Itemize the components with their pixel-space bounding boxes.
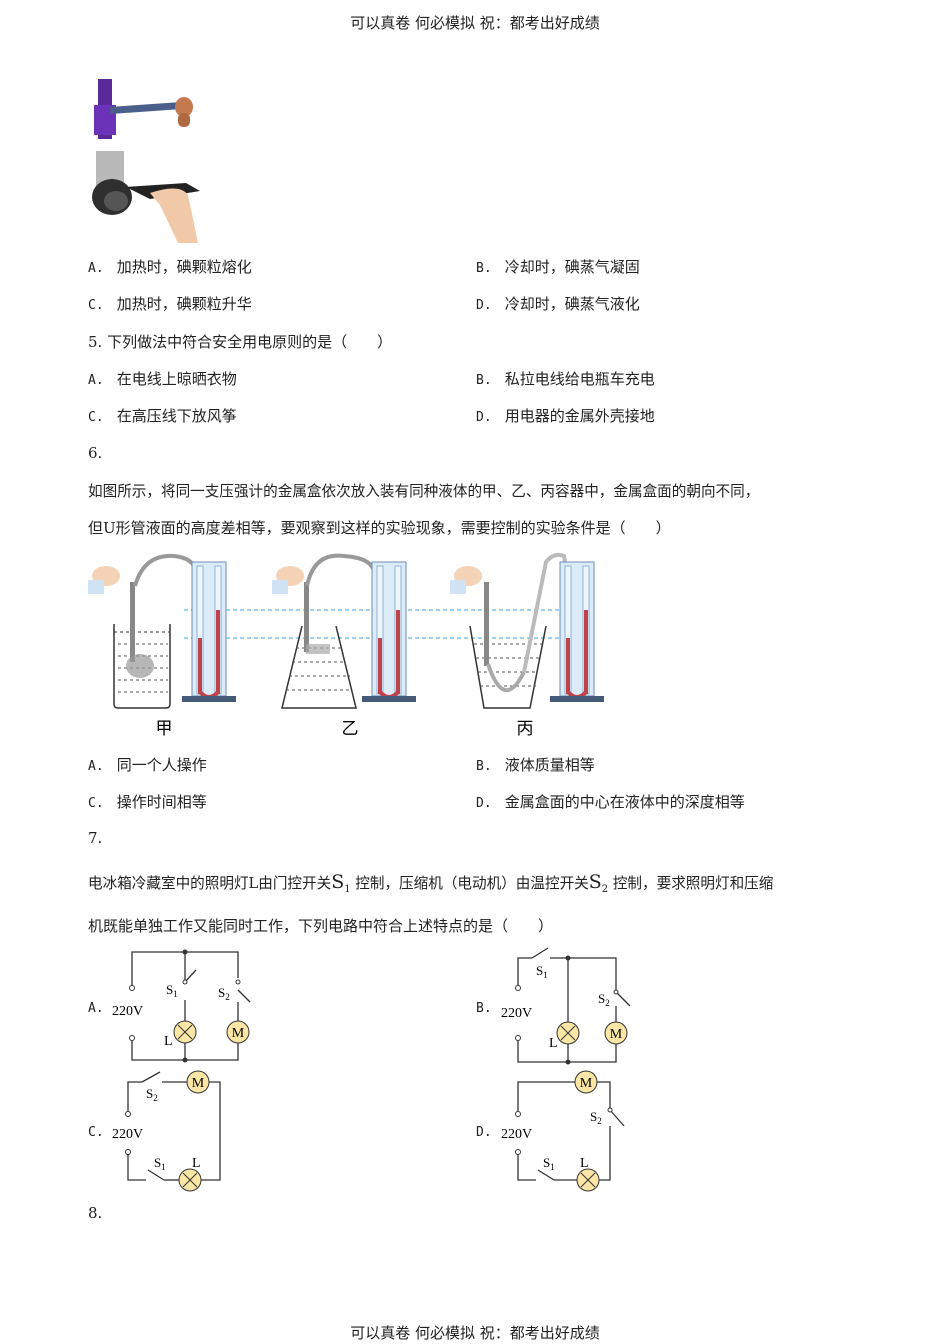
q7-number: 7. bbox=[88, 829, 103, 847]
stem-text: 电冰箱冷藏室中的照明灯L由门控开关 bbox=[88, 875, 332, 892]
q5-stem: 5. 下列做法中符合安全用电原则的是（ ） bbox=[88, 333, 393, 351]
q4-option-a[interactable]: A. 加热时，碘颗粒熔化 bbox=[88, 256, 252, 277]
q6-option-b[interactable]: B. 液体质量相等 bbox=[476, 754, 595, 775]
option-text: 同一个人操作 bbox=[116, 756, 207, 774]
circuit-d[interactable]: M 220V L S2 S1 bbox=[498, 1066, 658, 1196]
circuit-c[interactable]: M 220V L S2 S1 bbox=[108, 1066, 268, 1196]
q5-option-d[interactable]: D. 用电器的金属外壳接地 bbox=[476, 405, 655, 426]
motor-icon: M bbox=[192, 1076, 205, 1091]
option-text: 在电线上晾晒衣物 bbox=[116, 370, 237, 388]
q5-option-c[interactable]: C. 在高压线下放风筝 bbox=[88, 405, 237, 426]
option-label: B. bbox=[476, 261, 492, 276]
switch-subscript: 2 bbox=[601, 883, 609, 895]
lamp-label: L bbox=[549, 1036, 558, 1051]
q7-option-c-label[interactable]: C. bbox=[88, 1122, 112, 1140]
option-text: 液体质量相等 bbox=[504, 756, 595, 774]
stem-text: 控制，要求照明灯和压缩 bbox=[612, 875, 774, 892]
option-label: A. bbox=[88, 261, 104, 276]
option-label: C. bbox=[88, 796, 104, 811]
page-footer: 可以真卷 何必模拟 祝：都考出好成绩 bbox=[350, 1324, 600, 1342]
option-text: 操作时间相等 bbox=[116, 793, 207, 811]
q6-option-d[interactable]: D. 金属盒面的中心在液体中的深度相等 bbox=[476, 791, 745, 812]
q6-stem-line1: 如图所示，将同一支压强计的金属盒依次放入装有同种液体的甲、乙、丙容器中，金属盒面… bbox=[88, 483, 760, 500]
container-bing bbox=[450, 552, 604, 709]
container-yi bbox=[272, 553, 416, 709]
mop-image bbox=[94, 79, 193, 139]
q8-number: 8. bbox=[88, 1204, 103, 1222]
switch-label-s2: S2 bbox=[218, 985, 230, 1002]
appliance-images bbox=[92, 79, 200, 243]
switch-label-s1: S1 bbox=[543, 1155, 555, 1172]
stem-text: 控制，压缩机（电动机）由温控开关 bbox=[355, 875, 589, 892]
option-label: D. bbox=[476, 298, 492, 313]
option-label: A. bbox=[88, 759, 104, 774]
lamp-label: L bbox=[192, 1156, 201, 1171]
q7-option-d-label[interactable]: D. bbox=[476, 1122, 500, 1140]
motor-icon: M bbox=[232, 1026, 245, 1041]
option-text: 金属盒面的中心在液体中的深度相等 bbox=[504, 793, 745, 811]
q4-option-b[interactable]: B. 冷却时，碘蒸气凝固 bbox=[476, 256, 640, 277]
switch-label-s1: S1 bbox=[536, 963, 548, 980]
q7-stem-line1: 电冰箱冷藏室中的照明灯L由门控开关S1 控制，压缩机（电动机）由温控开关S2 控… bbox=[88, 871, 773, 895]
switch-label-s2: S2 bbox=[146, 1086, 158, 1103]
q5-option-a[interactable]: A. 在电线上晾晒衣物 bbox=[88, 368, 237, 389]
voltage-label: 220V bbox=[501, 1127, 532, 1142]
motor-icon: M bbox=[580, 1076, 593, 1091]
option-text: 加热时，碘颗粒熔化 bbox=[116, 258, 252, 276]
q6-stem-line2: 但U形管液面的高度差相等，要观察到这样的实验现象，需要控制的实验条件是（ ） bbox=[88, 519, 671, 537]
q6-option-c[interactable]: C. 操作时间相等 bbox=[88, 791, 207, 812]
voltage-label: 220V bbox=[112, 1004, 143, 1019]
option-text: 在高压线下放风筝 bbox=[116, 407, 237, 425]
switch-label-s1: S1 bbox=[166, 982, 178, 999]
container-jia bbox=[88, 553, 236, 709]
pressure-gauge-figure: 甲 乙 丙 bbox=[88, 552, 604, 738]
q4-option-c[interactable]: C. 加热时，碘颗粒升华 bbox=[88, 293, 252, 314]
option-label: A. bbox=[88, 1001, 104, 1016]
switch-symbol: S bbox=[331, 871, 345, 893]
switch-label-s2: S2 bbox=[590, 1109, 602, 1126]
option-label: D. bbox=[476, 410, 492, 425]
voltage-label: 220V bbox=[112, 1127, 143, 1142]
q6-option-a[interactable]: A. 同一个人操作 bbox=[88, 754, 207, 775]
q7-option-b-label[interactable]: B. bbox=[476, 998, 500, 1016]
voltage-label: 220V bbox=[501, 1006, 532, 1021]
figure-label-bing: 丙 bbox=[517, 719, 534, 738]
option-text: 私拉电线给电瓶车充电 bbox=[504, 370, 655, 388]
page-header: 可以真卷 何必模拟 祝：都考出好成绩 bbox=[350, 14, 600, 32]
option-label: B. bbox=[476, 1001, 492, 1016]
switch-subscript: 1 bbox=[344, 883, 351, 895]
option-text: 加热时，碘颗粒升华 bbox=[116, 295, 252, 313]
circuit-b[interactable]: M 220V L S1 S2 bbox=[498, 942, 658, 1072]
option-label: C. bbox=[88, 410, 104, 425]
option-text: 冷却时，碘蒸气凝固 bbox=[504, 258, 640, 276]
q4-option-d[interactable]: D. 冷却时，碘蒸气液化 bbox=[476, 293, 640, 314]
option-text: 冷却时，碘蒸气液化 bbox=[504, 295, 640, 313]
option-label: B. bbox=[476, 759, 492, 774]
q7-stem-line2: 机既能单独工作又能同时工作，下列电路中符合上述特点的是（ ） bbox=[88, 917, 554, 935]
switch-label-s1: S1 bbox=[154, 1155, 166, 1172]
circuit-a[interactable]: M 220V L S1 S2 bbox=[108, 942, 268, 1072]
figure-label-yi: 乙 bbox=[342, 719, 359, 738]
q7-option-a-label[interactable]: A. bbox=[88, 998, 112, 1016]
option-label: C. bbox=[88, 298, 104, 313]
option-label: A. bbox=[88, 373, 104, 388]
lamp-label: L bbox=[164, 1034, 173, 1049]
option-label: C. bbox=[88, 1125, 104, 1140]
option-text: 用电器的金属外壳接地 bbox=[504, 407, 655, 425]
switch-symbol: S bbox=[588, 871, 602, 893]
q6-number: 6. bbox=[88, 444, 103, 462]
option-label: D. bbox=[476, 796, 492, 811]
lamp-label: L bbox=[580, 1156, 589, 1171]
option-label: B. bbox=[476, 373, 492, 388]
figure-label-jia: 甲 bbox=[156, 719, 173, 738]
motor-icon: M bbox=[610, 1027, 623, 1042]
q5-option-b[interactable]: B. 私拉电线给电瓶车充电 bbox=[476, 368, 655, 389]
option-label: D. bbox=[476, 1125, 492, 1140]
hair-dryer-image bbox=[92, 151, 200, 243]
switch-label-s2: S2 bbox=[598, 991, 610, 1008]
